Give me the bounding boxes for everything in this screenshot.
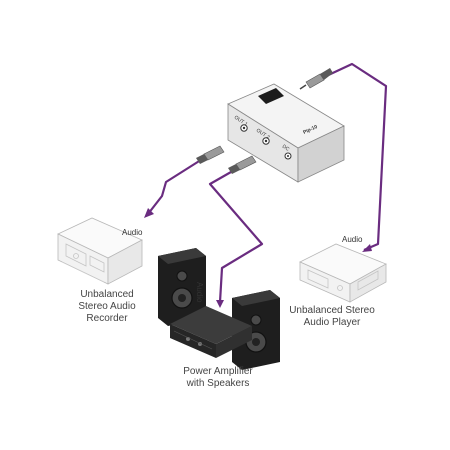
player-label: Unbalanced Stereo Audio Player (282, 305, 382, 329)
recorder (57, 217, 143, 285)
cable-player-arrow (362, 244, 372, 252)
plug-top (299, 68, 333, 90)
cable-recorder-arrow (144, 208, 154, 218)
cable-amplifier-arrow (216, 300, 224, 308)
player-label-line1: Unbalanced Stereo (289, 305, 375, 316)
device-model-label: Pip-10 (302, 124, 318, 136)
port-dc-label: DC (281, 144, 291, 153)
recorder-label: Unbalanced Stereo Audio Recorder (62, 289, 152, 325)
amplifier-label-line2: with Speakers (186, 378, 250, 389)
cable-label-amplifier: Audio (195, 282, 204, 303)
speaker-right (232, 290, 280, 370)
pip-device (227, 83, 345, 183)
logo-icon (258, 88, 284, 104)
amplifier (170, 306, 252, 358)
player-label-line2: Audio Player (303, 317, 361, 328)
recorder-label-line2: Stereo Audio (78, 301, 136, 312)
plug-out2 (228, 155, 257, 174)
cable-label-player: Audio (342, 235, 363, 244)
amplifier-label: Power Amplifier with Speakers (168, 366, 268, 390)
cable-player (321, 62, 388, 252)
recorder-label-line1: Unbalanced (80, 289, 134, 300)
cable-recorder (147, 157, 205, 215)
speaker-left (158, 248, 206, 326)
amplifier-label-line1: Power Amplifier (183, 366, 253, 377)
plug-out1 (196, 145, 225, 164)
player (299, 243, 387, 303)
recorder-label-line3: Recorder (86, 313, 128, 324)
cable-amplifier (208, 167, 264, 303)
cable-label-recorder: Audio (122, 228, 143, 237)
